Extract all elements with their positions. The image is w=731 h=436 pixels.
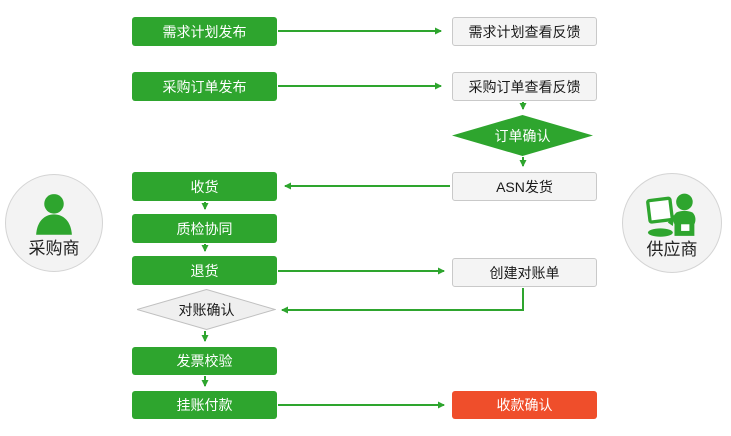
node-receive-goods: 收货: [132, 172, 277, 201]
node-return-goods: 退货: [132, 256, 277, 285]
node-demand-plan-release: 需求计划发布: [132, 17, 277, 46]
node-statement-confirm: 对账确认: [137, 289, 276, 330]
actor-buyer: 采购商: [5, 174, 103, 272]
actor-supplier: 供应商: [622, 173, 722, 273]
node-statement-confirm-label: 对账确认: [178, 301, 235, 318]
node-order-confirm: 订单确认: [452, 115, 593, 156]
node-demand-plan-feedback: 需求计划查看反馈: [452, 17, 597, 46]
node-book-payment: 挂账付款: [132, 391, 277, 419]
node-po-release: 采购订单发布: [132, 72, 277, 101]
actor-buyer-label: 采购商: [28, 239, 80, 258]
buyer-person-icon: [36, 194, 72, 235]
node-receipt-confirm: 收款确认: [452, 391, 597, 419]
node-invoice-check: 发票校验: [132, 347, 277, 375]
actor-supplier-label: 供应商: [646, 240, 698, 259]
node-create-statement: 创建对账单: [452, 258, 597, 287]
node-quality-collab: 质检协同: [132, 214, 277, 243]
supplier-person-laptop-icon: [646, 193, 696, 237]
node-asn-ship: ASN发货: [452, 172, 597, 201]
order-confirm-diamond-shape: [452, 115, 593, 156]
statement-confirm-diamond-shape: [137, 289, 276, 330]
node-order-confirm-label: 订单确认: [494, 127, 551, 144]
node-po-feedback: 采购订单查看反馈: [452, 72, 597, 101]
